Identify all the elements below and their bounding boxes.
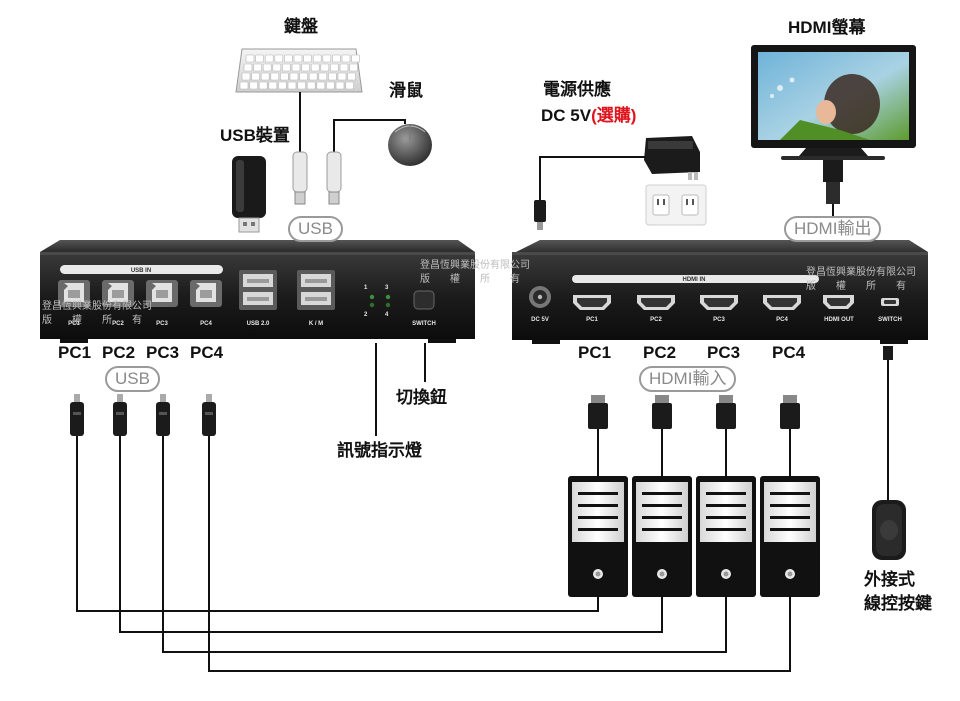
power-spec-text: DC 5V <box>541 106 592 125</box>
usb2-port-stack <box>239 270 277 310</box>
left-pc3-label: PC3 <box>146 343 180 362</box>
left-usb2-label: USB 2.0 <box>247 321 270 327</box>
watermark-left-line2: 版 權 所 有 <box>42 314 142 326</box>
right-hdmi-out-label: HDMI OUT <box>824 317 854 323</box>
left-port-label-2: PC2 <box>112 321 124 327</box>
power-title-label: 電源供應 <box>543 80 611 99</box>
left-pc4-label: PC4 <box>190 343 224 362</box>
watermark-center-line1: 登昌恆興業股份有限公司 <box>420 260 530 271</box>
watermark-center-line2: 版 權 所 有 <box>420 273 520 285</box>
usb-b-port-pc4: PC4 <box>190 280 222 327</box>
led-number-1: 1 <box>364 285 368 291</box>
hdmi-in-port-pc3: PC3 <box>700 295 738 323</box>
pc-tower-1 <box>568 476 628 597</box>
usb-plug-mouse <box>326 151 342 205</box>
switch-button-left <box>413 290 435 310</box>
watermark-left: 登昌恆興業股份有限公司 版 權 所 有 <box>42 300 152 327</box>
right-port-label-2: PC2 <box>650 317 662 323</box>
left-port-label-3: PC3 <box>156 321 168 327</box>
keyboard-image <box>235 48 363 93</box>
remote-button-image <box>872 500 906 560</box>
hdmi-in-port-pc1: PC1 <box>573 295 611 323</box>
hdmi-in-port-pc4: PC4 <box>763 295 801 323</box>
usb-b-port-pc2: PC2 <box>102 280 134 327</box>
watermark-right: 登昌恆興業股份有限公司 版 權 所 有 <box>806 266 916 293</box>
hdmi-plug-monitor <box>823 160 843 216</box>
left-port-label-4: PC4 <box>200 321 212 327</box>
right-port-label-1: PC1 <box>586 317 598 323</box>
power-adapter-image <box>644 136 707 226</box>
led-number-2: 2 <box>364 312 368 318</box>
usb-pill-top: USB <box>288 216 343 242</box>
kvm-usb-unit: PC1 PC2 PC3 PC4 <box>40 240 475 343</box>
km-port-stack <box>297 270 335 310</box>
watermark-right-line2: 版 權 所 有 <box>806 280 906 292</box>
watermark-left-line1: 登昌恆興業股份有限公司 <box>42 301 152 312</box>
watermark-right-line1: 登昌恆興業股份有限公司 <box>806 267 916 278</box>
usb-cables-bottom <box>76 436 791 672</box>
left-strip-label: USB IN <box>131 268 151 274</box>
left-pc2-label: PC2 <box>102 343 136 362</box>
remote-label-line2: 線控按鍵 <box>864 594 932 613</box>
right-port-label-3: PC3 <box>713 317 725 323</box>
right-pc2-label: PC2 <box>643 343 677 362</box>
right-pc1-label: PC1 <box>578 343 612 362</box>
right-pc4-label: PC4 <box>772 343 806 362</box>
remote-label-line1: 外接式 <box>864 570 915 589</box>
right-pc3-label: PC3 <box>707 343 741 362</box>
hdmi-in-pill: HDMI輸入 <box>639 366 737 392</box>
power-cable <box>539 156 646 200</box>
micro-usb-plug-pc2 <box>113 394 127 436</box>
led-number-3: 3 <box>385 285 389 291</box>
mouse-cable <box>333 119 406 152</box>
usb-plug-keyboard <box>292 151 308 205</box>
right-port-label-4: PC4 <box>776 317 788 323</box>
hdmi-in-cable-pc4 <box>780 395 800 476</box>
right-strip-label: HDMI IN <box>683 277 706 283</box>
pc-tower-2 <box>632 476 692 597</box>
pc-tower-4 <box>760 476 820 597</box>
usb-device-label: USB裝置 <box>220 126 290 145</box>
micro-usb-plug-pc4 <box>202 394 216 436</box>
usb-flash-drive-image <box>232 156 266 233</box>
usb-b-port-pc1: PC1 <box>58 280 90 327</box>
power-optional-text: (選購) <box>591 106 637 125</box>
mouse-image <box>388 124 432 166</box>
power-spec-label: DC 5V(選購) <box>541 106 636 126</box>
right-dc-label: DC 5V <box>531 317 549 323</box>
watermark-center: 登昌恆興業股份有限公司 版 權 所 有 <box>420 259 530 286</box>
monitor-label: HDMI螢幕 <box>788 18 866 37</box>
mouse-label: 滑鼠 <box>389 81 423 100</box>
switch-port-right <box>881 298 899 306</box>
usb-pill-bottom: USB <box>105 366 160 392</box>
left-port-label-1: PC1 <box>68 321 80 327</box>
hdmi-in-cable-pc2 <box>652 395 672 476</box>
left-switch-label: SWITCH <box>412 321 436 327</box>
left-pc1-label: PC1 <box>58 343 92 362</box>
dc-jack <box>529 286 551 308</box>
usb-b-port-pc3: PC3 <box>146 280 178 327</box>
hdmi-in-port-pc2: PC2 <box>637 295 675 323</box>
hdmi-monitor-image <box>751 45 916 160</box>
hdmi-out-pill: HDMI輸出 <box>784 216 882 242</box>
switch-button-label: 切換鈕 <box>396 388 447 407</box>
keyboard-label: 鍵盤 <box>284 17 318 36</box>
remote-cable <box>883 346 893 500</box>
right-switch-label: SWITCH <box>878 317 902 323</box>
hdmi-in-cable-pc3 <box>716 395 736 476</box>
signal-leds <box>369 294 391 308</box>
pc-tower-3 <box>696 476 756 597</box>
dc-plug <box>534 200 546 230</box>
micro-usb-plug-pc1 <box>70 394 84 436</box>
led-number-4: 4 <box>385 312 389 318</box>
micro-usb-plug-pc3 <box>156 394 170 436</box>
hdmi-out-port <box>823 295 854 309</box>
signal-led-label: 訊號指示燈 <box>337 441 422 460</box>
hdmi-in-cable-pc1 <box>588 395 608 476</box>
left-km-label: K / M <box>309 321 323 327</box>
kvm-hdmi-unit: PC1 PC2 PC3 PC4 HDMI IN DC 5V HDMI OUT SWIT… <box>512 240 928 344</box>
